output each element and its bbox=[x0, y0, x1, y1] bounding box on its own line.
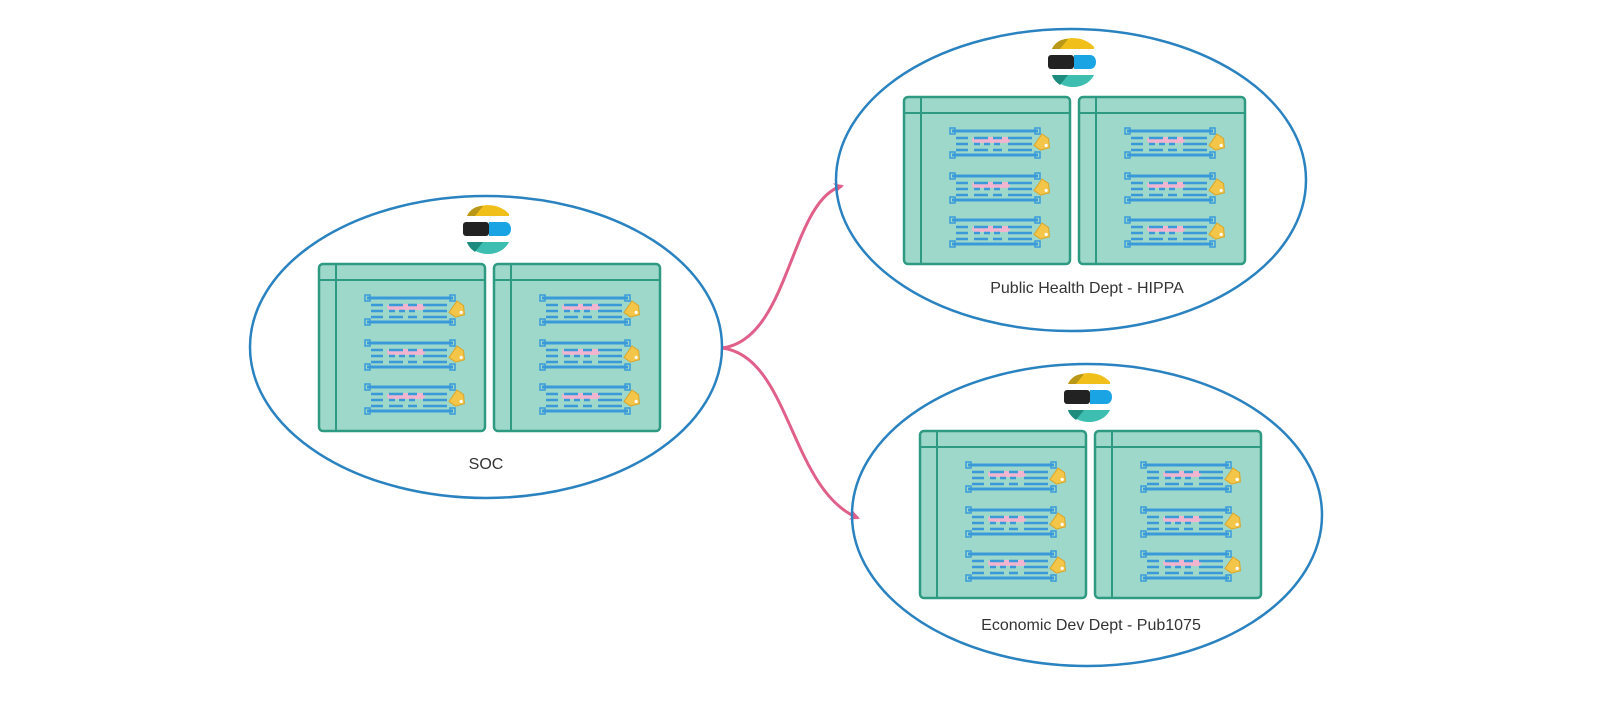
index-panel bbox=[1077, 95, 1247, 266]
cluster-label-soc: SOC bbox=[468, 456, 504, 473]
tag-icon bbox=[1033, 133, 1050, 151]
tag-icon bbox=[1049, 467, 1066, 485]
elastic-logo-icon bbox=[1064, 373, 1112, 422]
tag-icon bbox=[623, 389, 640, 407]
tag-icon bbox=[1208, 178, 1225, 196]
tagged-document-icon bbox=[949, 127, 1050, 159]
tagged-document-icon bbox=[1140, 461, 1241, 493]
tagged-document-icon bbox=[949, 216, 1050, 248]
tagged-document-icon bbox=[539, 383, 640, 415]
tag-icon bbox=[1224, 467, 1241, 485]
tagged-document-icon bbox=[364, 383, 465, 415]
cluster-label-economic-dev: Economic Dev Dept - Pub1075 bbox=[981, 617, 1201, 634]
tagged-document-icon bbox=[949, 172, 1050, 204]
tagged-document-icon bbox=[965, 550, 1066, 582]
cluster-boundary bbox=[834, 27, 1308, 333]
index-panel bbox=[902, 95, 1072, 266]
tagged-document-icon bbox=[1124, 216, 1225, 248]
tag-icon bbox=[1033, 178, 1050, 196]
tag-icon bbox=[1049, 556, 1066, 574]
index-panel bbox=[317, 262, 487, 433]
tagged-document-icon bbox=[1140, 550, 1241, 582]
cluster-boundary bbox=[248, 194, 724, 500]
edge-soc-to-economic-dev bbox=[721, 346, 860, 520]
index-panel bbox=[1093, 429, 1263, 600]
tag-icon bbox=[1208, 133, 1225, 151]
tag-icon bbox=[623, 345, 640, 363]
tag-icon bbox=[1049, 512, 1066, 530]
tag-icon bbox=[1033, 222, 1050, 240]
tag-icon bbox=[448, 345, 465, 363]
elastic-logo-icon bbox=[463, 205, 511, 254]
tagged-document-icon bbox=[539, 294, 640, 326]
tag-icon bbox=[1224, 512, 1241, 530]
tagged-document-icon bbox=[1124, 127, 1225, 159]
tag-icon bbox=[448, 389, 465, 407]
cluster-label-public-health: Public Health Dept - HIPPA bbox=[990, 280, 1184, 297]
tagged-document-icon bbox=[1140, 506, 1241, 538]
tagged-document-icon bbox=[1124, 172, 1225, 204]
tag-icon bbox=[448, 300, 465, 318]
tagged-document-icon bbox=[364, 339, 465, 371]
tagged-document-icon bbox=[539, 339, 640, 371]
tagged-document-icon bbox=[965, 461, 1066, 493]
tag-icon bbox=[1224, 556, 1241, 574]
tagged-document-icon bbox=[965, 506, 1066, 538]
elastic-logo-icon bbox=[1048, 38, 1096, 87]
tag-icon bbox=[1208, 222, 1225, 240]
cluster-economic-dev bbox=[850, 362, 1324, 668]
index-panel bbox=[918, 429, 1088, 600]
cluster-boundary bbox=[850, 362, 1324, 668]
tagged-document-icon bbox=[364, 294, 465, 326]
cluster-public-health bbox=[834, 27, 1308, 333]
tag-icon bbox=[623, 300, 640, 318]
index-panel bbox=[492, 262, 662, 433]
edge-soc-to-public-health bbox=[721, 183, 844, 350]
cluster-soc bbox=[248, 194, 724, 500]
